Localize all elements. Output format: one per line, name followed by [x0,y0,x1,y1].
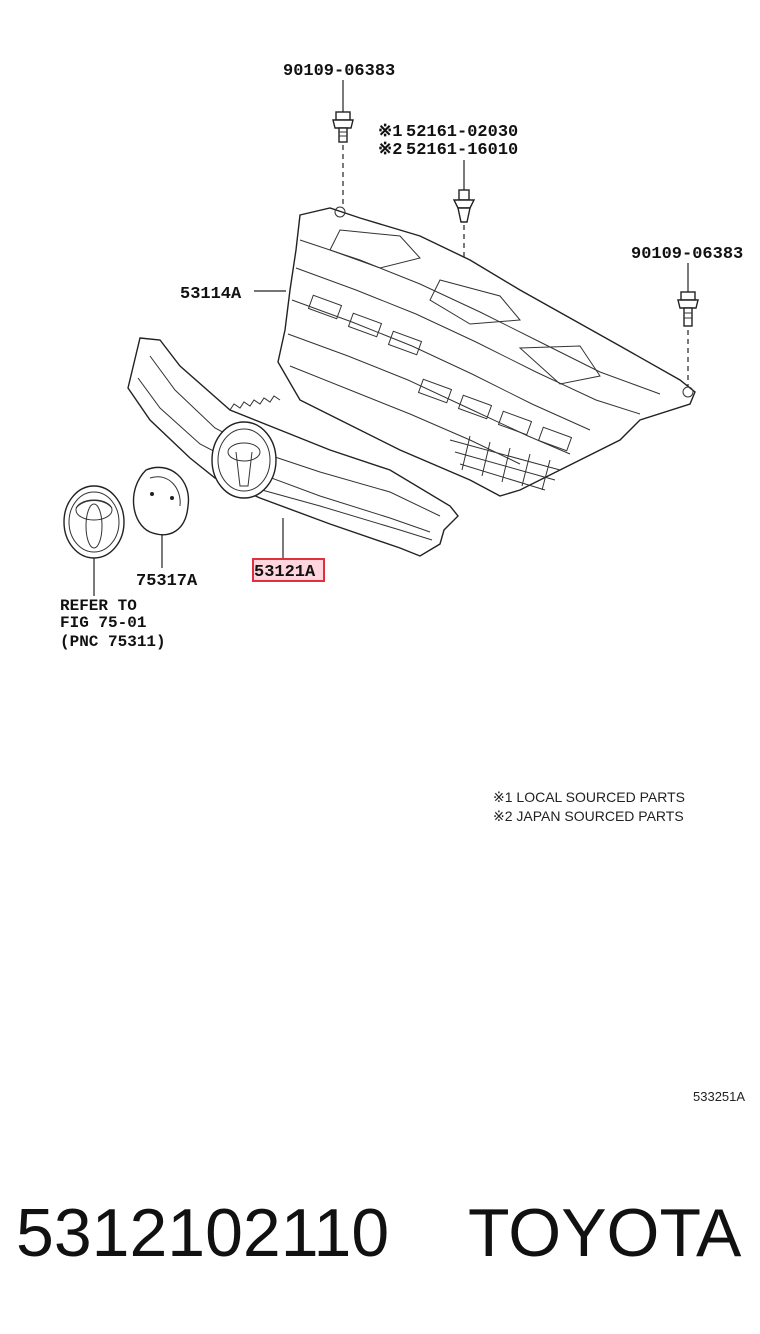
clip-japan-mark: ※2 [378,141,402,160]
clip-local-mark: ※1 [378,123,402,142]
footer-part-number: 5312102110 [16,1195,389,1271]
footer-brand: TOYOTA [468,1195,742,1271]
figure-id: 533251A [693,1089,745,1104]
bolt-top-label: 90109-06383 [283,62,395,81]
emblem-plate-label: 75317A [136,572,198,591]
note-japan-sourced: ※2 JAPAN SOURCED PARTS [493,808,684,824]
clip-japan-label: 52161-16010 [406,141,518,160]
refer-line-3: (PNC 75311) [60,633,166,651]
clip-icon [452,160,476,310]
support-label: 53114A [180,285,242,304]
refer-line-1: REFER TO [60,597,137,615]
bolt-top-icon [332,80,354,208]
front-grille-part [127,337,459,557]
clip-local-label: 52161-02030 [406,123,518,142]
emblem-plate-part [132,466,190,536]
grille-highlight-box [252,558,325,582]
refer-line-2: FIG 75-01 [60,614,146,632]
bolt-right-label: 90109-06383 [631,245,743,264]
grille-support-part [277,206,696,497]
bolt-right-icon [677,263,699,388]
grille-label: 53121A [254,563,316,582]
note-local-sourced: ※1 LOCAL SOURCED PARTS [493,789,685,805]
toyota-emblem-icon [63,485,125,559]
